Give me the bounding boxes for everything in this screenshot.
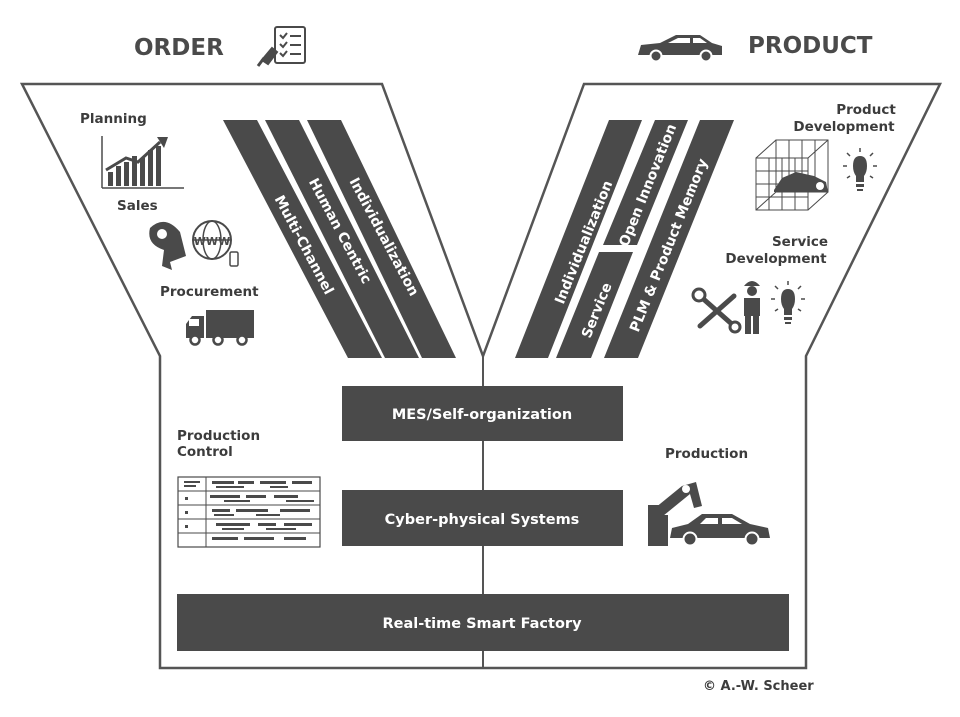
car-icon [638,35,722,63]
product-development-label-1: Product [836,102,896,118]
factory-bar-label: Real-time Smart Factory [382,616,582,632]
product-development-label-2: Development [793,119,895,135]
stripe-plm [604,120,734,358]
stripe-individualization-right [515,120,642,358]
stripe-human-centric [265,120,419,358]
copyright-notice: © A.-W. Scheer [703,679,814,694]
robot-arm-car-icon [648,482,770,547]
stripe-multi-channel [223,120,382,358]
lightbulb-icon [771,281,805,324]
planning-label: Planning [80,111,147,127]
mes-bar-label: MES/Self-organization [392,407,572,423]
truck-icon [186,310,254,346]
production-control-label-1: Production [177,428,260,444]
production-label: Production [665,446,748,462]
y-model-outline [19,82,943,670]
service-development-label-2: Development [725,251,827,267]
lightbulb-icon [843,148,877,191]
www-text: WWW [194,235,230,248]
schedule-table-icon [177,476,321,548]
stripe-individualization-left [307,120,456,358]
left-stripes: Multi-Channel Human Centric Individualiz… [223,120,456,358]
service-development-label-1: Service [772,234,828,250]
order-header: ORDER [134,35,224,61]
factory-bar [177,594,789,651]
mes-bar [342,386,623,441]
clipboard-checklist-icon [256,26,306,67]
wireframe-cube-icon [755,139,829,211]
procurement-label: Procurement [160,284,259,300]
bar-chart-icon [101,136,184,189]
cps-bar-label: Cyber-physical Systems [385,512,580,528]
www-globe-icon: WWW [149,220,239,270]
production-control-label-2: Control [177,444,233,460]
cps-bar [342,490,623,546]
stripe-service [556,252,633,358]
product-header: PRODUCT [748,33,873,59]
stripe-open-innovation [603,120,688,245]
tools-worker-icon [691,281,760,334]
sales-label: Sales [117,198,158,214]
